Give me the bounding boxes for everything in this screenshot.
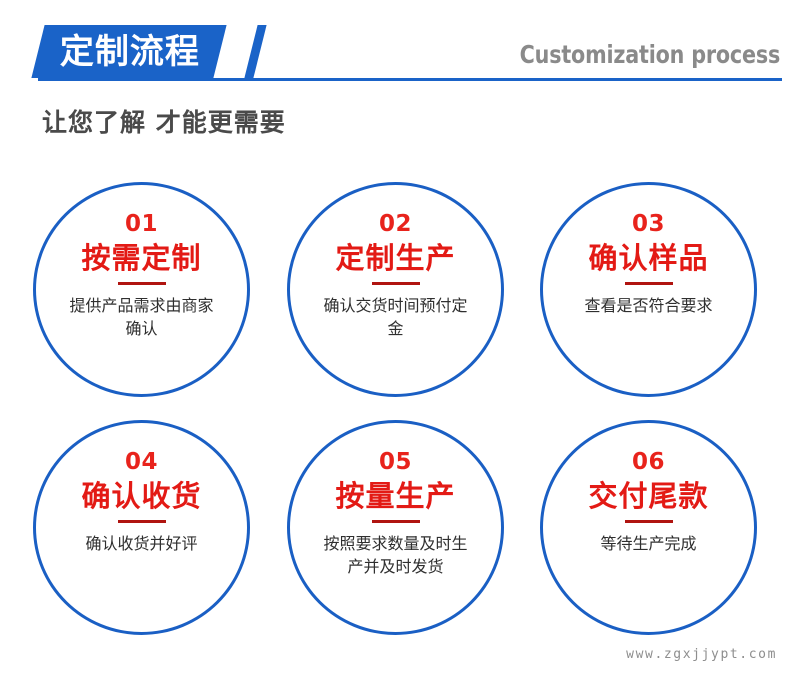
step-number: 04 bbox=[124, 449, 158, 475]
step-divider bbox=[117, 282, 166, 286]
step-divider bbox=[624, 520, 673, 524]
step-description: 确认交货时间预付定金 bbox=[323, 296, 468, 339]
section-title-badge: 定制流程 bbox=[31, 25, 227, 78]
step-circle-content: 02 定制生产 确认交货时间预付定金 bbox=[290, 185, 501, 341]
section-title-english: Customization process bbox=[519, 40, 781, 69]
step-circle-04: 04 确认收货 确认收货并好评 bbox=[33, 420, 250, 635]
section-title-text: 定制流程 bbox=[60, 31, 200, 72]
step-circle-06: 06 交付尾款 等待生产完成 bbox=[540, 420, 757, 635]
step-number: 03 bbox=[631, 211, 665, 237]
step-description: 等待生产完成 bbox=[600, 534, 697, 554]
step-circle-content: 06 交付尾款 等待生产完成 bbox=[543, 423, 754, 556]
step-number: 01 bbox=[124, 211, 158, 237]
step-circle-01: 01 按需定制 提供产品需求由商家确认 bbox=[33, 182, 250, 397]
step-circle-content: 01 按需定制 提供产品需求由商家确认 bbox=[36, 185, 247, 341]
step-description: 按照要求数量及时生产并及时发货 bbox=[323, 534, 468, 577]
step-title: 确认收货 bbox=[81, 479, 202, 513]
step-circle-02: 02 定制生产 确认交货时间预付定金 bbox=[287, 182, 504, 397]
page-subtitle: 让您了解 才能更需要 bbox=[42, 108, 286, 137]
step-divider bbox=[371, 520, 420, 524]
step-divider bbox=[371, 282, 420, 286]
badge-slash-accent bbox=[244, 25, 267, 78]
step-number: 06 bbox=[631, 449, 665, 475]
step-number: 02 bbox=[378, 211, 412, 237]
step-circle-05: 05 按量生产 按照要求数量及时生产并及时发货 bbox=[287, 420, 504, 635]
step-title: 确认样品 bbox=[588, 241, 709, 275]
step-description: 查看是否符合要求 bbox=[584, 296, 713, 316]
step-circle-content: 03 确认样品 查看是否符合要求 bbox=[543, 185, 754, 318]
step-circle-content: 05 按量生产 按照要求数量及时生产并及时发货 bbox=[290, 423, 501, 579]
site-watermark: www.zgxjjypt.com bbox=[626, 647, 777, 662]
header-divider-rule bbox=[38, 78, 782, 81]
step-divider bbox=[117, 520, 166, 524]
page-header: 定制流程 Customization process bbox=[0, 0, 790, 92]
step-title: 按量生产 bbox=[335, 479, 456, 513]
step-circle-03: 03 确认样品 查看是否符合要求 bbox=[540, 182, 757, 397]
step-title: 交付尾款 bbox=[588, 479, 709, 513]
step-description: 确认收货并好评 bbox=[85, 534, 198, 554]
step-title: 按需定制 bbox=[81, 241, 202, 275]
step-number: 05 bbox=[378, 449, 412, 475]
step-circle-content: 04 确认收货 确认收货并好评 bbox=[36, 423, 247, 556]
step-divider bbox=[624, 282, 673, 286]
step-description: 提供产品需求由商家确认 bbox=[69, 296, 214, 339]
step-title: 定制生产 bbox=[335, 241, 456, 275]
